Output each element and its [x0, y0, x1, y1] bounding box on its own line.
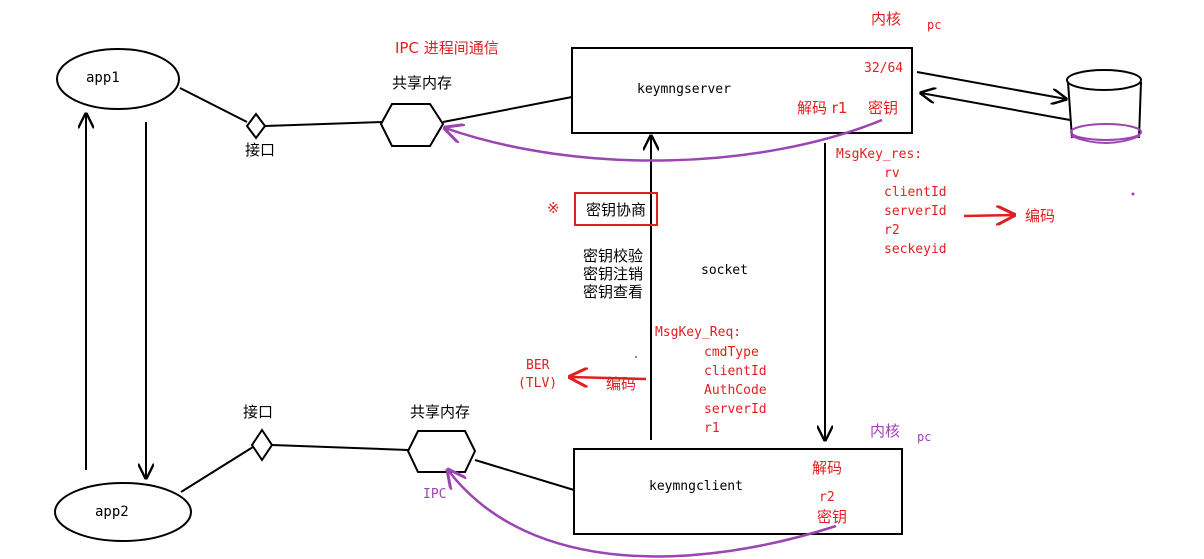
pc-bottom-label: pc [917, 430, 932, 444]
app1-label: app1 [86, 70, 120, 86]
tlv-label: (TLV) [518, 376, 558, 391]
msg-req-field: AuthCode [704, 383, 767, 398]
app1-ellipse [56, 48, 180, 110]
dot-mark [1131, 192, 1135, 196]
kernel-top-label: 内核 [871, 10, 902, 28]
key-op-item: 密钥注销 [583, 265, 644, 283]
msg-res-field: r2 [884, 223, 900, 238]
shm-to-server-line [442, 96, 573, 123]
msg-res-field: rv [884, 166, 900, 181]
server-to-db-arrow [916, 71, 1066, 99]
server-bits-label: 32/64 [864, 61, 904, 76]
app2-ellipse [54, 482, 192, 542]
encode-right-arrow [963, 215, 1014, 216]
client-r2-label: r2 [819, 490, 835, 505]
socket-label: socket [701, 263, 748, 278]
key-op-item: 密钥校验 [583, 247, 644, 265]
key-op-item: 密钥查看 [583, 283, 644, 301]
client-decode-label: 解码 [812, 459, 843, 477]
ipc-bottom-label: IPC [423, 487, 447, 502]
app2-label: app2 [95, 504, 129, 520]
msg-req-field: cmdType [704, 345, 759, 360]
database-icon [1066, 69, 1142, 144]
app1-to-iface-line [179, 87, 248, 123]
iface-to-shm-top-line [264, 121, 383, 127]
server-label: keymngserver [637, 82, 731, 97]
server-key-label: 密钥 [868, 99, 899, 117]
msg-req-field: clientId [704, 364, 767, 379]
msg-res-title: MsgKey_res: [836, 147, 923, 162]
ber-label: BER [526, 358, 550, 373]
client-box [573, 448, 903, 535]
client-key-label: 密钥 [817, 508, 848, 526]
key-ops-list: 密钥校验 密钥注销 密钥查看 [583, 249, 643, 300]
iface-to-shm-bottom-line [271, 444, 409, 451]
kernel-bottom-label: 内核 [870, 422, 901, 440]
client-label: keymngclient [649, 479, 743, 494]
msg-res-fields: rv clientId serverId r2 seckeyid [884, 167, 947, 256]
ipc-top-label: IPC 进程间通信 [395, 39, 499, 57]
shm-top-label: 共享内存 [392, 74, 453, 92]
shm-top-hexagon [379, 103, 445, 147]
encode-right-label: 编码 [1025, 207, 1056, 225]
msg-req-field: r1 [704, 421, 720, 436]
note-mark: ※ [547, 199, 560, 217]
shm-bottom-hexagon [406, 430, 477, 473]
msg-res-field: serverId [884, 204, 947, 219]
dot-mark [635, 356, 637, 358]
encode-left-label: 编码 [606, 375, 637, 393]
encode-left-arrow [570, 377, 647, 379]
pc-top-label: pc [927, 18, 942, 32]
iface-top-diamond [245, 112, 267, 140]
iface-top-label: 接口 [245, 141, 276, 159]
msg-req-title: MsgKey_Req: [655, 325, 742, 340]
key-negotiation-box: 密钥协商 [574, 192, 658, 226]
msg-req-fields: cmdType clientId AuthCode serverId r1 [704, 346, 767, 435]
iface-bottom-label: 接口 [243, 403, 274, 421]
shm-to-client-line [474, 459, 575, 491]
client-key-to-shm-curve [448, 470, 837, 558]
server-box [571, 47, 913, 134]
iface-bottom-diamond [250, 428, 274, 462]
db-to-server-arrow [921, 93, 1071, 121]
key-negotiation-label: 密钥协商 [585, 200, 646, 219]
shm-bottom-label: 共享内存 [410, 403, 471, 421]
msg-res-field: seckeyid [884, 242, 947, 257]
server-key-to-shm-curve [445, 118, 883, 162]
msg-req-field: serverId [704, 402, 767, 417]
msg-res-field: clientId [884, 185, 947, 200]
app2-to-iface-line [180, 446, 254, 493]
server-decode-label: 解码 r1 [797, 99, 848, 117]
